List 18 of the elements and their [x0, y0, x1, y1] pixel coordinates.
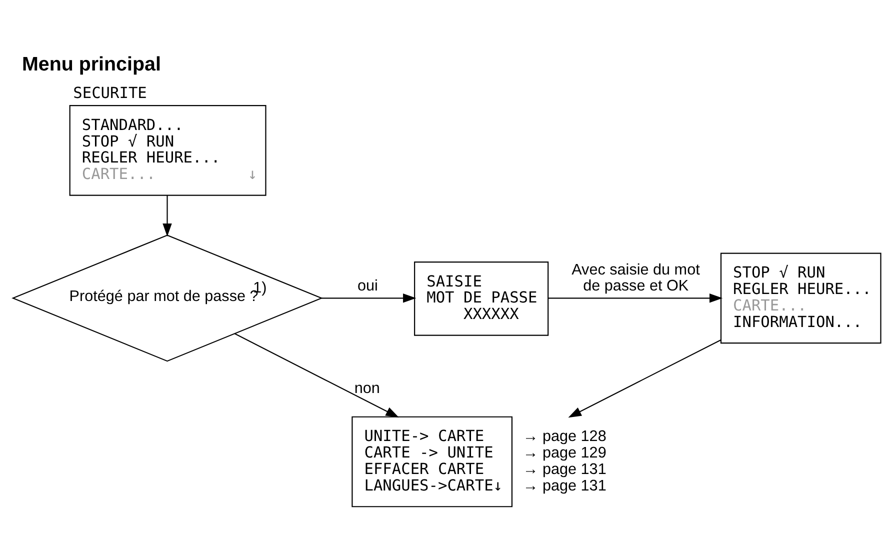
arrow	[234, 332, 399, 417]
node-label: → page 131	[522, 476, 606, 494]
node-box: STOP √ RUN REGLER HEURE... CARTE... INFORMATION...	[720, 252, 882, 344]
node-label: → page 129	[522, 444, 606, 462]
node-label: → page 131	[522, 460, 606, 478]
diagram-title: Menu principal	[22, 52, 161, 75]
edge-label: non	[354, 380, 380, 397]
node-box: UNITE-> CARTE CARTE -> UNITE EFFACER CARTE LANGUES->CARTE↓	[352, 416, 513, 507]
node-label: SECURITE	[73, 84, 147, 102]
node-box: STANDARD... STOP √ RUN REGLER HEURE... CARTE... ↓	[69, 104, 266, 196]
node-box: SAISIE MOT DE PASSE XXXXXX	[414, 261, 549, 336]
edge-label: Avec saisie du mot de passe et OK	[572, 260, 700, 294]
edge-label: oui	[358, 277, 378, 294]
node-label: → page 128	[522, 428, 606, 445]
arrow	[568, 338, 722, 418]
arrow	[548, 293, 723, 302]
arrow	[322, 293, 416, 302]
arrow	[162, 194, 172, 236]
